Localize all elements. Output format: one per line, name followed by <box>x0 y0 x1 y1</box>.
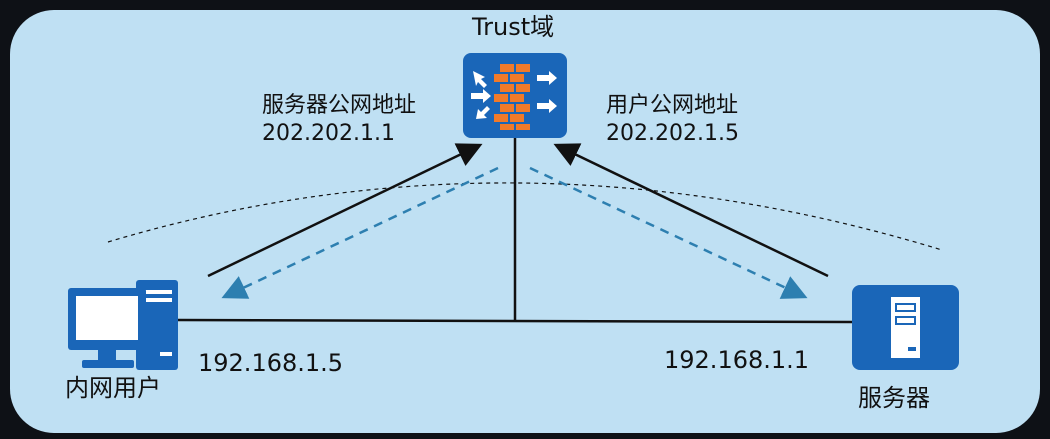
user-public-ip: 202.202.1.5 <box>606 121 739 146</box>
user-public-address-title: 用户公网地址 <box>606 93 739 118</box>
server-public-ip: 202.202.1.1 <box>262 121 395 146</box>
client-private-ip: 192.168.1.5 <box>198 349 344 377</box>
server-to-firewall-arrow <box>553 143 829 278</box>
desktop-pc-icon <box>68 280 180 372</box>
server-public-address-title: 服务器公网地址 <box>262 93 417 118</box>
server-private-ip: 192.168.1.1 <box>664 346 810 374</box>
trust-zone-label: Trust域 <box>472 13 555 41</box>
client-to-firewall-arrow <box>207 143 483 278</box>
firewall-icon <box>463 53 567 138</box>
firewall-to-server-dashed-arrow <box>529 166 808 299</box>
server-icon <box>852 285 959 370</box>
server-label: 服务器 <box>858 384 930 412</box>
zone-boundary-arc <box>107 182 943 251</box>
client-label: 内网用户 <box>65 374 161 402</box>
firewall-to-client-dashed-arrow <box>221 166 499 299</box>
